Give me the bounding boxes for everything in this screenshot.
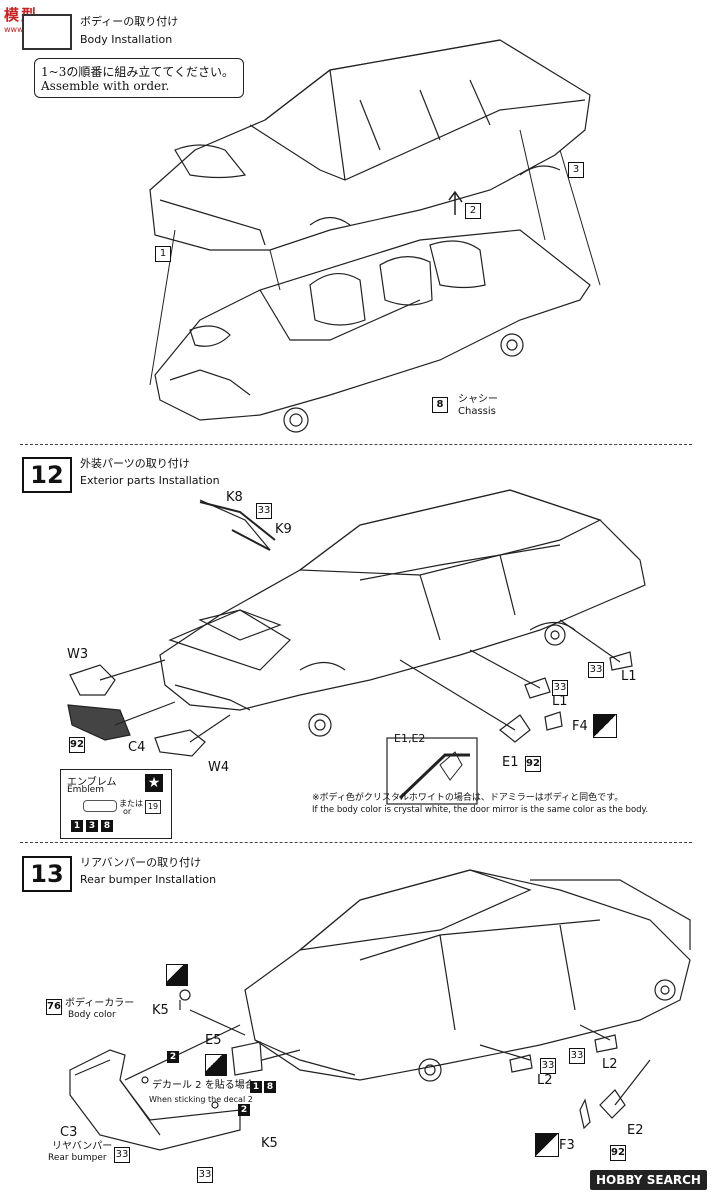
decal-19: 19 [145, 800, 161, 814]
step11-note-ja: 1~3の順番に組み立ててください。 [41, 65, 234, 79]
part-l1b: L1 [552, 694, 568, 709]
decal-note-en: When sticking the decal 2 [149, 1095, 253, 1104]
step13-title-ja: リアバンパーの取り付け [80, 856, 202, 869]
step11-title-ja: ボディーの取り付け [80, 15, 179, 28]
part-e1e2: E1,E2 [394, 732, 426, 745]
num-1: 1 [71, 820, 83, 832]
part-e1: E1 [502, 755, 519, 770]
step12-title-en: Exterior parts Installation [80, 474, 220, 487]
bumper-en: Rear bumper [48, 1153, 107, 1163]
part-w4: W4 [208, 760, 230, 775]
step13-illustration [69, 869, 691, 1151]
num-3: 3 [86, 820, 98, 832]
hobby-search-logo: HOBBY SEARCH [590, 1170, 707, 1190]
step11-number-box [22, 14, 72, 50]
or-ja: または [119, 799, 143, 808]
footer-logo-text: HOBBY SEARCH [596, 1173, 701, 1187]
step11-divider [20, 444, 692, 445]
step11-title-en: Body Installation [80, 33, 173, 46]
part-e5: E5 [205, 1033, 222, 1048]
step11-note-en: Assemble with order. [41, 79, 170, 93]
step12-illustration [67, 489, 646, 805]
part-l1a: L1 [621, 669, 637, 684]
emblem-shape [83, 800, 117, 812]
emblem-ja: エンブレム [67, 777, 117, 788]
step11-order1-box: 1 [155, 246, 171, 262]
decal-icon-f4 [593, 714, 617, 738]
step12-title-ja: 外装パーツの取り付け [80, 457, 190, 470]
step13-number-box: 13 [22, 856, 72, 892]
step11-chassis-ja: シャシー [458, 394, 498, 405]
paint-33-l2a: 33 [540, 1058, 556, 1074]
step11-chassis-box: 8 [432, 397, 448, 413]
paint-33-l2b: 33 [569, 1048, 585, 1064]
emblem-box: エンブレム Emblem ★ または or 19 1 3 8 [60, 769, 172, 839]
step12-note-en: If the body color is crystal white, the … [312, 805, 649, 815]
or-en: or [123, 807, 132, 816]
part-k5a: K5 [152, 1003, 169, 1018]
step12-note-ja: ※ボディ色がクリスタルホワイトの場合は、ドアミラーはボディと同色です。 [312, 793, 624, 803]
num-8: 8 [101, 820, 113, 832]
decal-icon-e5 [205, 1054, 227, 1076]
decal-icon-k5 [166, 964, 188, 986]
paint-92-c4: 92 [69, 737, 85, 753]
decal-icon-f3 [535, 1133, 559, 1157]
bodycolor-ja: ボディーカラー [65, 998, 135, 1009]
step13-title-en: Rear bumper Installation [80, 873, 217, 886]
part-c3: C3 [60, 1125, 78, 1140]
step11-order-note: 1~3の順番に組み立ててください。 Assemble with order. [34, 58, 244, 98]
num-1-s13: 1 [250, 1081, 262, 1093]
paint-33-bumper-a: 33 [114, 1147, 130, 1163]
decal-2b: 2 [238, 1104, 250, 1116]
step11-order3-box: 3 [568, 162, 584, 178]
part-k8: K8 [226, 490, 243, 505]
decal-2a: 2 [167, 1051, 179, 1063]
bumper-ja: リヤバンパー [52, 1141, 113, 1152]
part-k5b: K5 [261, 1136, 278, 1151]
part-e2: E2 [627, 1123, 644, 1138]
part-l2a: L2 [537, 1073, 553, 1088]
part-c4: C4 [128, 740, 146, 755]
num-8-s13: 8 [264, 1081, 276, 1093]
star-decal-icon: ★ [145, 774, 163, 792]
part-f3: F3 [559, 1138, 575, 1153]
part-w3: W3 [67, 647, 89, 662]
paint-33-l1b: 33 [552, 680, 568, 696]
part-l2b: L2 [602, 1057, 618, 1072]
step11-chassis-en: Chassis [458, 406, 496, 417]
part-f4: F4 [572, 719, 588, 734]
paint-33-l1a: 33 [588, 662, 604, 678]
bodycolor-en: Body color [68, 1010, 116, 1020]
step11-illustration [149, 39, 601, 433]
part-k9: K9 [275, 522, 292, 537]
step12-divider [20, 842, 692, 843]
step11-order2-box: 2 [465, 203, 481, 219]
decal-note-ja: デカール 2 を貼る場合 [152, 1080, 255, 1091]
paint-33-bumper-b: 33 [197, 1167, 213, 1183]
bodycolor-76: 76 [46, 999, 62, 1015]
emblem-en: Emblem [67, 785, 104, 795]
paint-92-e2: 92 [610, 1145, 626, 1161]
step12-number-box: 12 [22, 457, 72, 493]
paint-92-e1: 92 [525, 756, 541, 772]
paint-33-k8: 33 [256, 503, 272, 519]
